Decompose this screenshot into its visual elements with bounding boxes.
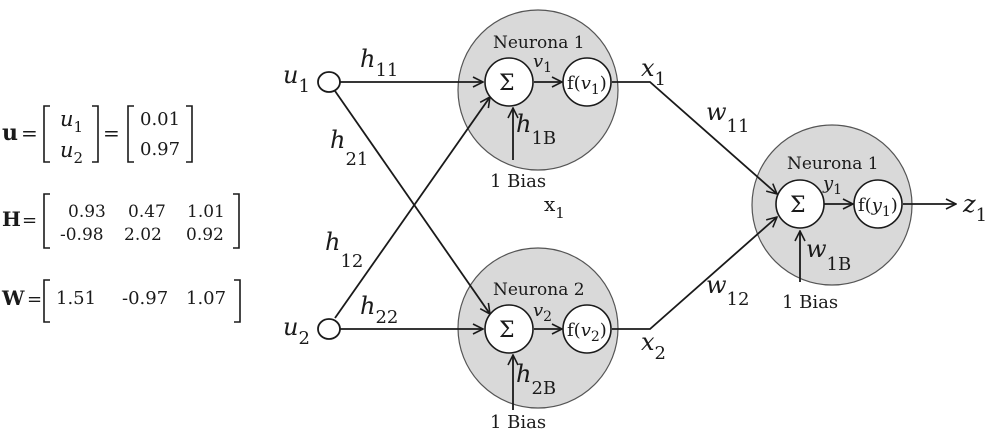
output-neuron-bias-weight: w1B (806, 235, 851, 275)
matrix-u-equals: = (21, 121, 38, 145)
matrix-h: H = 0.93 0.47 1.01 -0.98 2.02 0.92 (2, 193, 240, 249)
matrix-u-equals-2: = (103, 121, 120, 145)
matrix-u-right-bracket (92, 105, 99, 163)
weight-label-w11: w11 (706, 98, 749, 137)
weight-label-h22: h22 (360, 292, 398, 328)
hidden-neuron-1-bias-weight: h1B (516, 110, 556, 149)
output-neuron-body (751, 124, 913, 286)
matrix-w-right-bracket (234, 279, 241, 323)
output-neuron-bias-label: 1 Bias (782, 292, 838, 313)
matrix-u: u = u1 u2 = 0.01 0.97 (2, 105, 193, 167)
matrix-u-value-1: 0.01 (140, 109, 180, 130)
stray-label-x1: x1 (544, 192, 565, 222)
matrix-u-name: u (2, 120, 18, 146)
matrix-u-values-right-bracket (186, 105, 193, 163)
weight-label-h21: h21 (330, 126, 368, 170)
output-label-z1: z1 (962, 190, 987, 226)
hidden-neuron-2-body (457, 247, 619, 409)
matrix-h-equals: = (22, 210, 37, 231)
matrix-w-name: W (1, 286, 25, 310)
matrix-h-cell-1-3: 1.01 (187, 202, 225, 222)
input-node-u2 (317, 318, 341, 340)
edge-w12 (612, 217, 777, 330)
matrix-w-cell-2: -0.97 (122, 288, 168, 309)
matrix-h-right-bracket (233, 193, 240, 249)
weight-label-w12: w12 (706, 271, 749, 310)
output-neuron-activation-label: f(y1) (858, 195, 898, 220)
hidden-neuron-1-sum-symbol: Σ (499, 71, 515, 96)
weight-label-h11: h11 (360, 45, 398, 81)
output-neuron-title: Neurona 1 (787, 154, 879, 174)
hidden-neuron-2-sum-symbol: Σ (499, 318, 515, 343)
matrix-u-sym-1: u1 (60, 107, 83, 136)
weight-label-h12: h12 (325, 228, 363, 272)
hidden-neuron-1-title: Neurona 1 (493, 33, 585, 53)
matrix-w-left-bracket (43, 279, 50, 323)
hidden-neuron-1-activation (562, 57, 612, 107)
hidden-neuron-2-activation (562, 304, 612, 354)
edge-h21 (334, 90, 490, 314)
matrix-w-cell-1: 1.51 (56, 288, 96, 309)
matrix-w-equals: = (27, 289, 42, 310)
matrix-h-cell-2-2: 2.02 (124, 225, 162, 245)
matrix-h-cell-2-1: -0.98 (60, 225, 104, 245)
matrix-h-cell-1-2: 0.47 (128, 202, 166, 222)
matrix-h-cell-1-1: 0.93 (68, 202, 106, 222)
input-node-u1 (317, 71, 341, 93)
hidden-neuron-2-activation-label: f(v2) (567, 320, 607, 345)
hidden-neuron-1-v-label: v1 (533, 51, 552, 76)
hidden-neuron-1-body (457, 9, 619, 171)
output-neuron-y-label: y1 (822, 173, 842, 198)
matrix-h-left-bracket (43, 193, 50, 249)
hidden-neuron-2-bias-weight: h2B (516, 360, 556, 399)
hidden-neuron-2-title: Neurona 2 (493, 280, 585, 300)
hidden-output-x2: x2 (641, 328, 666, 364)
matrix-w: W = 1.51 -0.97 1.07 (1, 279, 241, 323)
edge-w11 (612, 81, 777, 194)
hidden-neuron-1-activation-label: f(v1) (567, 73, 607, 98)
hidden-output-x1: x1 (641, 54, 666, 90)
matrix-h-name: H (2, 207, 21, 231)
hidden-neuron-1-sum (484, 57, 534, 107)
output-neuron-sum (775, 179, 825, 229)
matrix-u-values-left-bracket (127, 105, 134, 163)
edge-h12 (334, 97, 490, 319)
input-label-u1: u1 (283, 61, 310, 97)
hidden-neuron-2-bias-label: 1 Bias (490, 412, 546, 433)
matrix-u-sym-2: u2 (60, 138, 83, 167)
input-label-u2: u2 (283, 313, 310, 349)
hidden-neuron-1-bias-label: 1 Bias (490, 171, 546, 192)
hidden-neuron-2-v-label: v2 (533, 300, 552, 325)
output-neuron-activation (853, 179, 903, 229)
matrix-w-cell-3: 1.07 (186, 288, 226, 309)
matrix-u-left-bracket (43, 105, 50, 163)
hidden-neuron-2-sum (484, 304, 534, 354)
matrix-u-value-2: 0.97 (140, 139, 180, 160)
matrix-h-cell-2-3: 0.92 (186, 225, 224, 245)
output-neuron-sum-symbol: Σ (790, 193, 806, 218)
